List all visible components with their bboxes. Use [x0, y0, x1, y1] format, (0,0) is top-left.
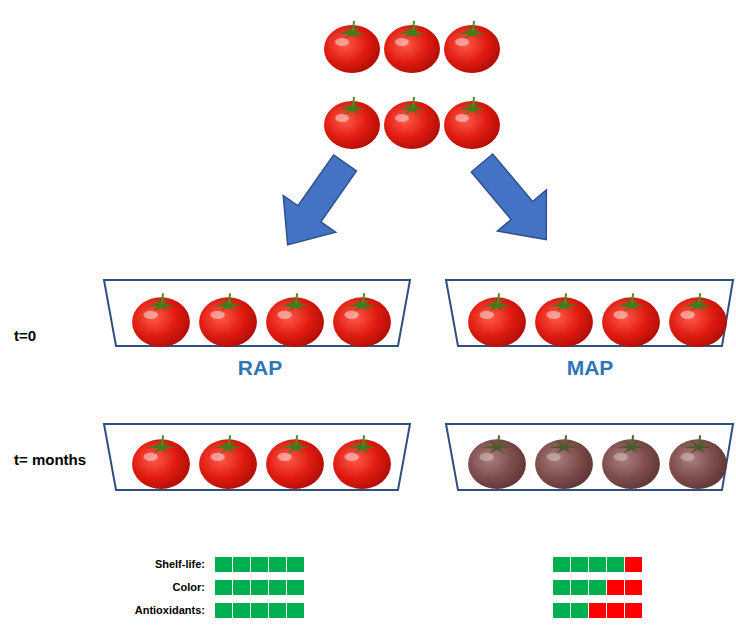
time-label: t= months — [14, 452, 104, 467]
packaging-label: RAP — [200, 360, 320, 375]
split-arrow — [261, 145, 371, 264]
packaging-label: MAP — [530, 360, 650, 375]
time-label: t=0 — [14, 328, 94, 343]
tray — [104, 424, 410, 490]
tomato-group — [324, 21, 500, 149]
row-label: Antioxidants: — [60, 603, 205, 618]
quality-bars — [215, 557, 642, 618]
row-label: Color: — [60, 580, 205, 595]
tray — [104, 280, 410, 346]
tomato-row — [132, 293, 727, 489]
row-label: Shelf-life: — [60, 557, 205, 572]
tray — [446, 424, 733, 490]
split-arrow — [457, 142, 570, 260]
tray — [446, 280, 733, 346]
